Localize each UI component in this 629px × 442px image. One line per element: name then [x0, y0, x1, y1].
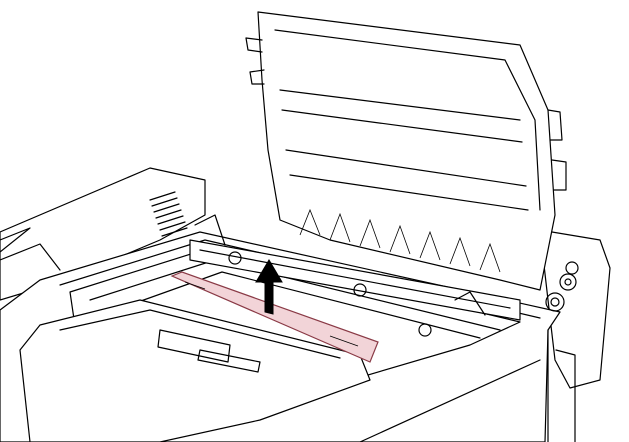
interior-rollers: [189, 214, 579, 337]
top-cover: [245, 11, 567, 291]
highlighted-bar: [170, 271, 379, 363]
up-arrow-icon: [255, 259, 283, 315]
vent-grille: [149, 191, 188, 237]
